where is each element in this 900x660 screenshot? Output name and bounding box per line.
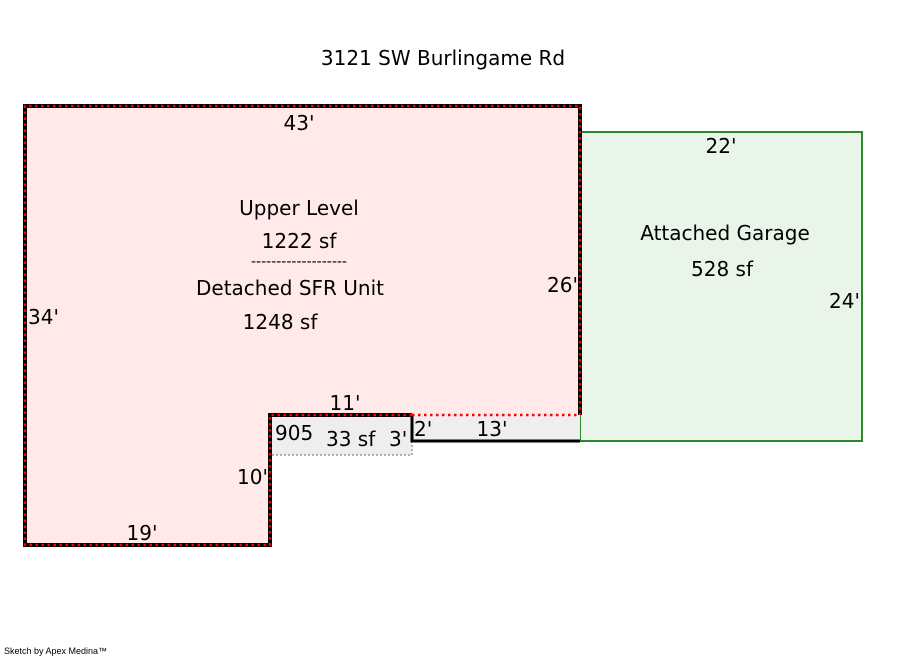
garage-dim-top: 22' xyxy=(706,134,737,158)
detached-unit-label: Detached SFR Unit xyxy=(196,276,384,300)
dim-right: 26' xyxy=(547,273,578,297)
main-level-area xyxy=(25,106,580,545)
sketch-credit: Sketch by Apex Medina™ xyxy=(4,646,108,656)
dim-notch-top: 11' xyxy=(330,391,361,415)
small-area-label: 905 xyxy=(275,421,313,445)
upper-level-outline xyxy=(23,104,582,547)
garage-label: Attached Garage xyxy=(640,221,810,245)
sketch-title: 3121 SW Burlingame Rd xyxy=(321,46,565,70)
strip-dim-length: 13' xyxy=(477,417,508,441)
garage-area xyxy=(579,131,863,442)
strip-area xyxy=(412,415,580,441)
strip-dim-left: 2' xyxy=(414,417,432,441)
small-area-size: 33 sf xyxy=(326,427,376,451)
garage-area-label: 528 sf xyxy=(691,257,754,281)
small-area-dim: 3' xyxy=(389,427,407,451)
dim-notch-side: 10' xyxy=(237,465,268,489)
dim-top: 43' xyxy=(284,111,315,135)
dim-left: 34' xyxy=(28,305,59,329)
label-divider: ------------------- xyxy=(251,254,347,270)
garage-dim-right: 24' xyxy=(829,289,860,313)
strip-outline xyxy=(410,415,580,443)
upper-level-label: Upper Level xyxy=(239,196,359,220)
detached-unit-area: 1248 sf xyxy=(243,310,319,334)
dim-bottom: 19' xyxy=(127,521,158,545)
upper-level-area: 1222 sf xyxy=(262,229,338,253)
